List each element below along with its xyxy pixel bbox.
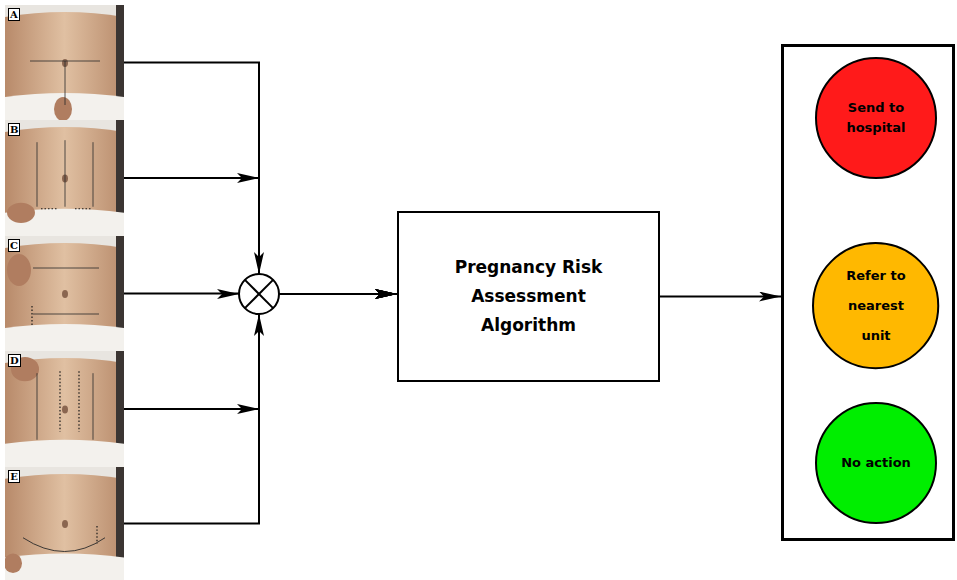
hand: [5, 553, 22, 573]
output-panel: Send to hospitalRefer to nearest unit No …: [781, 44, 955, 541]
abdomen: [5, 243, 124, 332]
panel-letter: E: [8, 470, 20, 483]
arrowhead: [254, 252, 264, 274]
box-label: Pregnancy Risk Assessment Algorithm: [439, 253, 619, 340]
navel: [62, 520, 68, 528]
circle-fill: [813, 243, 938, 368]
circle-fill: [816, 58, 936, 178]
abdomen: [5, 12, 124, 101]
photo-panel: B: [5, 120, 124, 236]
measure-line: [37, 142, 38, 207]
navel: [62, 405, 68, 413]
panel-letter: A: [8, 8, 20, 21]
measure-line: [33, 314, 99, 315]
hand: [7, 203, 35, 223]
process-box: Pregnancy Risk Assessment Algorithm: [397, 211, 660, 382]
traffic-light: Refer to nearest unit: [812, 242, 939, 369]
photo-panel: C: [5, 236, 124, 351]
arrowhead: [217, 289, 239, 299]
junction-circle: [239, 274, 279, 314]
towel: [5, 93, 124, 120]
photo-panel: A: [5, 5, 124, 120]
measure-line: [93, 142, 94, 207]
dotted-line: [59, 371, 60, 432]
towel: [5, 440, 124, 467]
hand: [54, 97, 72, 120]
junction-cross: [245, 280, 273, 308]
panel-letter: B: [8, 123, 20, 136]
dotted-line: [78, 371, 79, 432]
towel: [5, 324, 124, 351]
measure-line: [65, 61, 66, 105]
hand: [7, 254, 31, 286]
dotted-line: [75, 208, 91, 209]
measure-line: [65, 140, 66, 207]
arrowhead: [237, 173, 259, 183]
measure-line: [37, 373, 38, 440]
connector-arrow: [660, 296, 781, 298]
action-label: No action: [841, 453, 911, 473]
towel: [5, 553, 124, 580]
photo-panel: D: [5, 351, 124, 467]
connector-arrow: [124, 63, 397, 295]
measure-line: [33, 268, 99, 269]
navel: [62, 290, 68, 298]
dotted-line: [31, 306, 32, 326]
abdomen-photo: [5, 120, 124, 236]
abdomen: [5, 474, 124, 561]
photo-panel: E: [5, 467, 124, 580]
photo-background: [5, 236, 124, 351]
junction-cross: [245, 280, 273, 308]
dotted-line: [96, 526, 97, 544]
arrowhead: [237, 404, 259, 414]
abdomen-photo: [5, 351, 124, 467]
circle-fill: [816, 403, 936, 523]
abdomen-photo: [5, 5, 124, 120]
traffic-light: No action: [815, 402, 937, 524]
photo-background: [5, 5, 124, 120]
measure-curve: [23, 538, 105, 552]
photo-background: [5, 120, 124, 236]
photo-background: [5, 467, 124, 580]
dotted-line: [41, 208, 57, 209]
abdomen-photo: [5, 236, 124, 351]
action-label: Send to hospital: [833, 98, 919, 138]
panel-letter: C: [8, 239, 20, 252]
circle-outline: [815, 57, 937, 179]
photo-background: [5, 351, 124, 467]
connector-arrow: [124, 294, 397, 524]
arrowhead: [254, 314, 264, 336]
abdomen-photo: [5, 467, 124, 580]
measure-line: [93, 373, 94, 440]
panel-letter: D: [8, 354, 21, 367]
traffic-light: Send to hospital: [815, 57, 937, 179]
action-label: Refer to nearest unit: [840, 261, 912, 351]
